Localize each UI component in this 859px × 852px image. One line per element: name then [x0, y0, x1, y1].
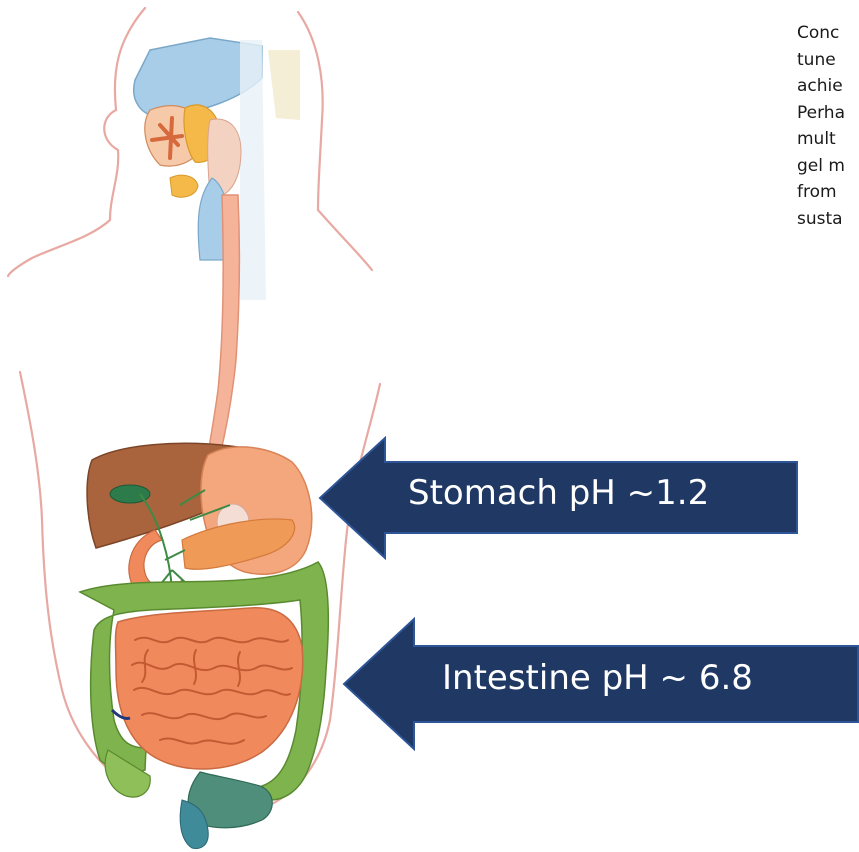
text-line: Conc [797, 20, 859, 47]
text-line: mult [797, 126, 859, 153]
text-line: Perha [797, 100, 859, 127]
intestine-ph-label: Intestine pH ~ 6.8 [442, 658, 753, 698]
stomach-ph-label: Stomach pH ~1.2 [408, 473, 709, 513]
intestine-ph-callout: Intestine pH ~ 6.8 [342, 616, 859, 752]
truncated-text-block: Conc tune achie Perha mult gel m from su… [797, 20, 859, 232]
stomach-ph-callout: Stomach pH ~1.2 [318, 435, 800, 561]
text-line: susta [797, 206, 859, 233]
text-line: gel m [797, 153, 859, 180]
text-line: from [797, 179, 859, 206]
oral-nasal-cavity [134, 38, 300, 300]
text-line: tune [797, 47, 859, 74]
text-line: achie [797, 73, 859, 100]
